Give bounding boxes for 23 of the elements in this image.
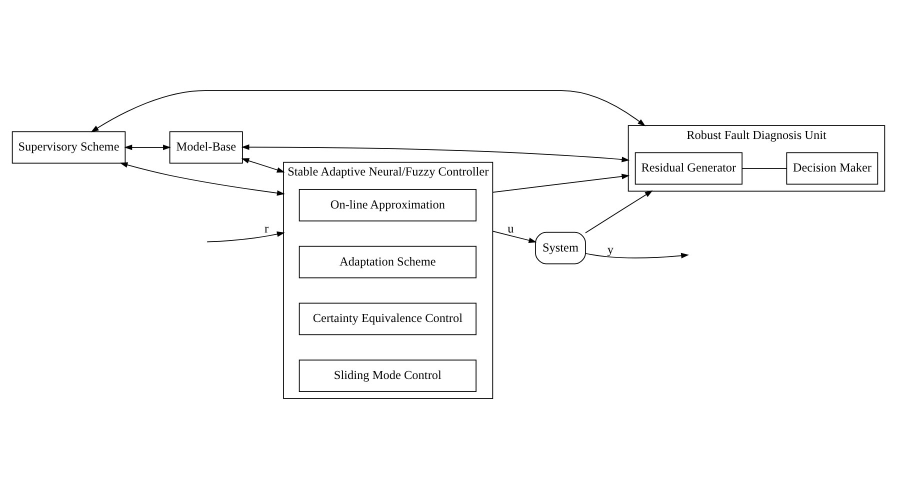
arrow <box>206 231 285 242</box>
connector <box>742 168 788 169</box>
node-box: Sliding Mode Control <box>298 360 476 392</box>
node-box: Certainty Equivalence Control <box>298 302 476 336</box>
node-box: Adaptation Scheme <box>298 246 476 278</box>
node-box: Supervisory Scheme <box>12 131 126 164</box>
arrow <box>120 162 285 196</box>
arrow <box>124 144 171 150</box>
node-box: Decision Maker <box>786 152 878 185</box>
arrow <box>241 158 285 173</box>
arrow <box>492 230 537 243</box>
arrow <box>585 190 653 234</box>
node-box: Residual Generator <box>634 152 742 185</box>
arrow <box>492 174 630 193</box>
edge-label: r <box>264 221 269 236</box>
node-box: Model-Base <box>169 131 243 164</box>
arrow <box>90 90 646 132</box>
node-box: System <box>535 232 586 264</box>
edge-label: y <box>607 242 614 256</box>
edge-label: u <box>508 221 514 236</box>
arrow <box>241 144 630 162</box>
arrow <box>585 252 689 258</box>
node-box: On-line Approximation <box>298 188 476 222</box>
